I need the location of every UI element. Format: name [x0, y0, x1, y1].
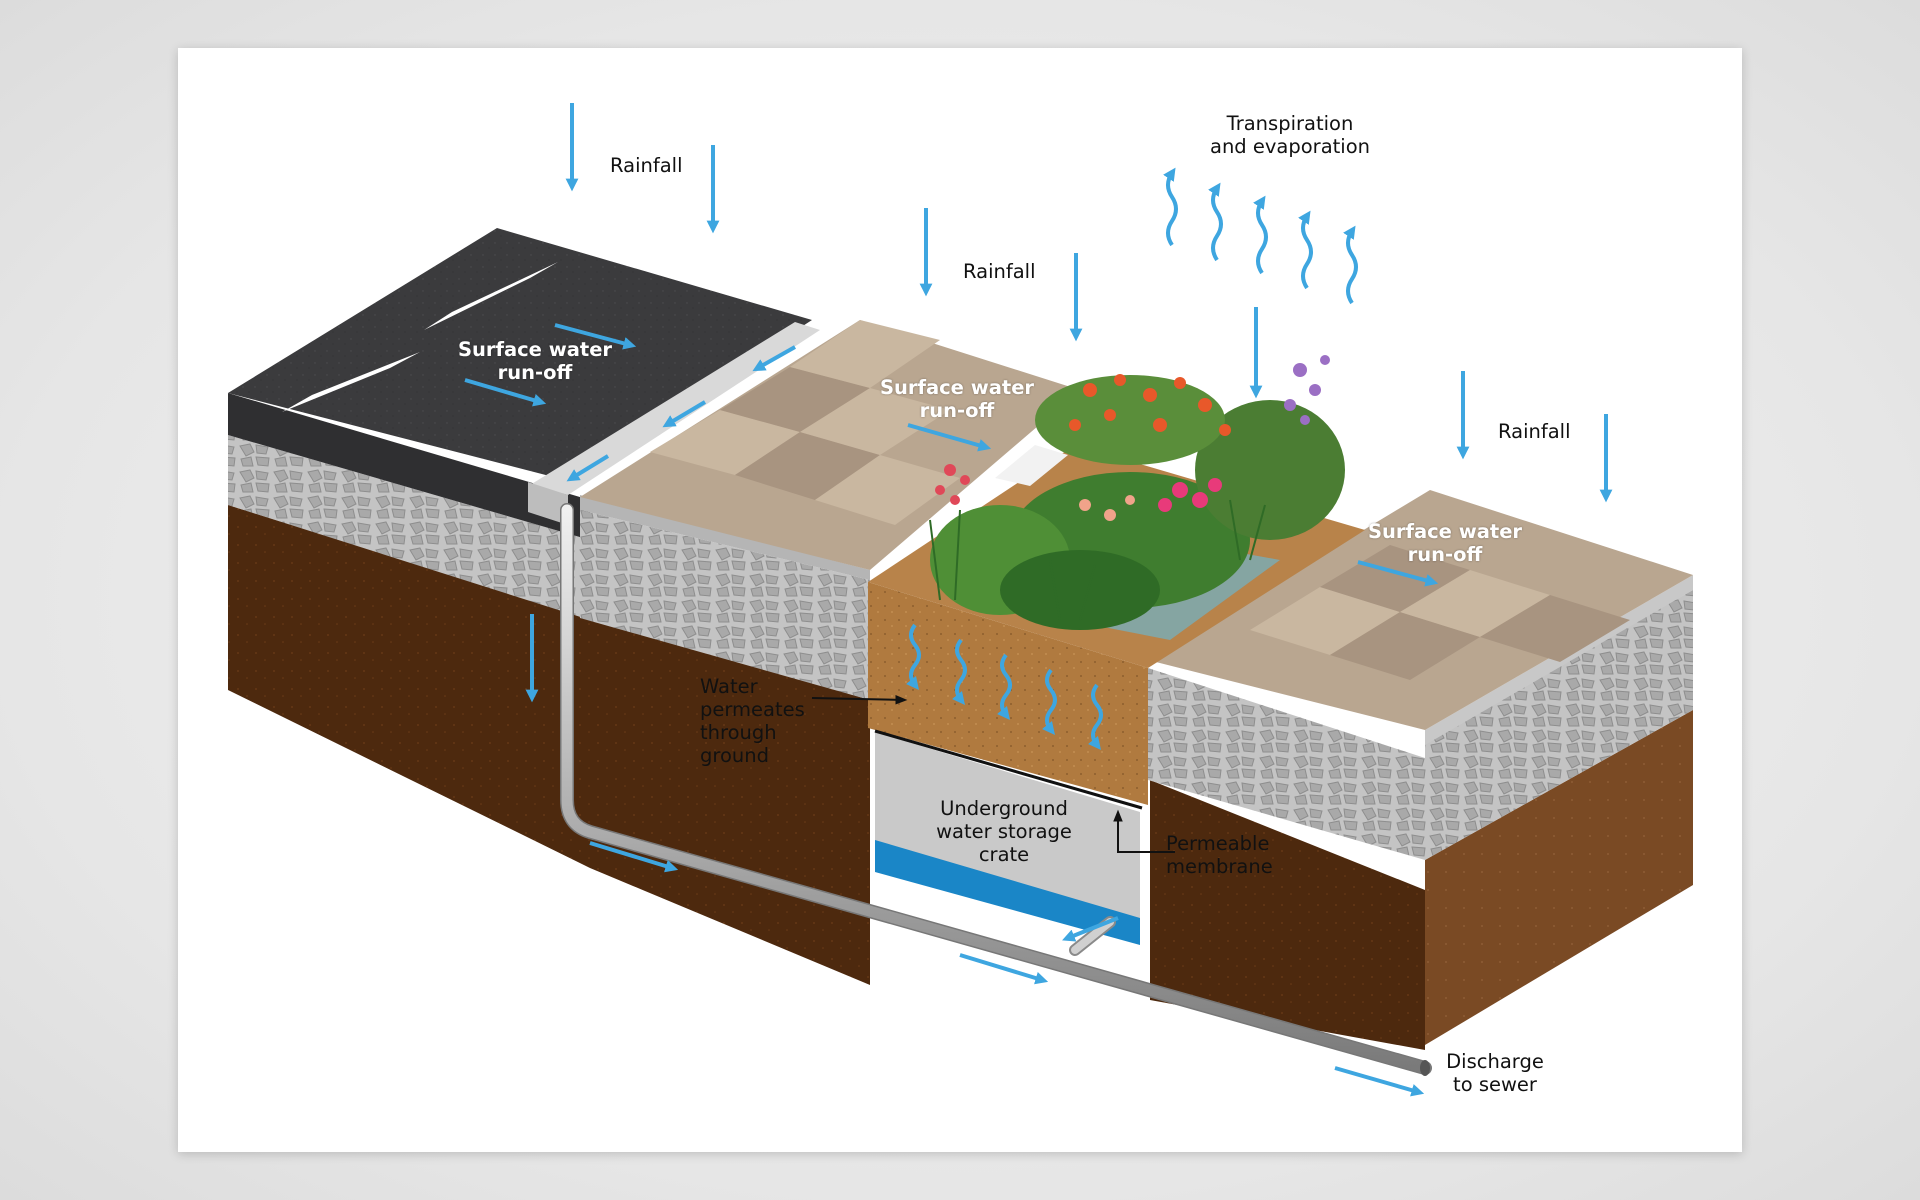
road-asphalt-top: [228, 228, 812, 480]
mid-paving-edge: [580, 495, 870, 580]
wavy-arrow-up-icon: [1208, 182, 1223, 262]
lane-marking-2: [424, 262, 558, 330]
transpiration-label: Transpiration and evaporation: [1210, 112, 1370, 158]
plants: [929, 355, 1345, 630]
arrow-right-icon: [1062, 916, 1119, 942]
drainage-pipe: [560, 503, 1432, 1076]
arrow-right-icon: [589, 841, 679, 873]
wavy-arrow-down-icon: [1042, 668, 1057, 735]
rainfall-label-3: Rainfall: [1498, 420, 1571, 443]
wavy-arrow-down-icon: [952, 638, 967, 705]
storage-label: Underground water storage crate: [936, 797, 1072, 866]
right-soil-front: [1150, 780, 1425, 1050]
storage-crate: [874, 729, 1143, 945]
right-gravel-front: [1148, 668, 1425, 860]
rain-arrows: [525, 103, 1613, 703]
rainfall-label-1: Rainfall: [610, 154, 683, 177]
right-gravel-side: [1425, 590, 1693, 860]
arrow-right-icon: [752, 345, 796, 372]
discharge-label: Discharge to sewer: [1446, 1050, 1544, 1096]
mid-gravel-front: [580, 510, 870, 700]
kerb-channel-top: [530, 322, 820, 495]
runoff-arrows: [464, 323, 1439, 587]
road-gravel-front: [228, 435, 590, 620]
arrow-right-icon: [907, 423, 992, 452]
runoff-paving-label: Surface water run-off: [879, 376, 1035, 422]
right-soil-side: [1425, 710, 1693, 1045]
permeable-membrane-line: [874, 729, 1143, 810]
wavy-arrow-down-icon: [906, 623, 921, 690]
road-soil-front: [228, 505, 590, 868]
arrow-right-icon: [662, 400, 707, 428]
runoff-right-label: Surface water run-off: [1367, 520, 1523, 566]
arrow-right-icon: [554, 323, 637, 350]
wavy-arrow-up-icon: [1253, 195, 1268, 275]
wavy-arrow-up-icon: [1163, 167, 1178, 247]
runoff-road-label: Surface water run-off: [457, 338, 613, 384]
road-section: [228, 228, 820, 868]
wavy-arrow-down-icon: [1088, 683, 1103, 750]
arrow-right-icon: [959, 953, 1049, 985]
rain-garden: [868, 355, 1365, 805]
leader-lines: [811, 694, 1175, 853]
wavy-arrow-down-icon: [997, 653, 1012, 720]
membrane-leader: [1113, 809, 1175, 853]
arrow-right-icon: [566, 454, 610, 482]
evaporation-arrows: [1163, 167, 1358, 305]
lane-marking-1: [282, 352, 420, 412]
permeates-label: Water permeates through ground: [700, 675, 805, 767]
road-asphalt-edge: [228, 393, 590, 540]
right-paving-section: [1148, 490, 1693, 1050]
kerb-front: [528, 482, 568, 525]
arrow-right-icon: [1357, 560, 1439, 587]
arrow-right-icon: [1334, 1066, 1425, 1097]
wavy-arrow-up-icon: [1298, 210, 1313, 290]
permeates-leader: [811, 694, 908, 705]
permeate-arrows: [906, 623, 1103, 750]
pipe-flow-arrows: [589, 841, 1425, 1097]
crate-water: [875, 840, 1140, 945]
rainfall-label-2: Rainfall: [963, 260, 1036, 283]
arrow-right-icon: [464, 378, 547, 407]
crate-body: [875, 732, 1140, 942]
membrane-label: Permeable membrane: [1166, 832, 1273, 878]
wavy-arrow-up-icon: [1343, 225, 1358, 305]
planter-inlet: [995, 445, 1068, 486]
